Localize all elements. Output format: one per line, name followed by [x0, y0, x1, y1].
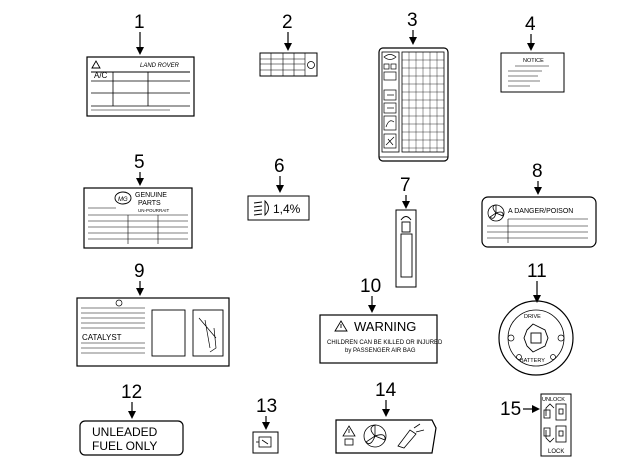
label-9-catalyst-text: CATALYST [82, 333, 122, 342]
label-14-fan-warning [335, 419, 437, 454]
callout-9: 9 [134, 261, 145, 296]
label-5-parts-text: PARTS [138, 200, 161, 207]
callout-15: 15 [500, 399, 540, 420]
label-5-logo-text: MG [118, 197, 128, 203]
label-10-title: WARNING [354, 319, 416, 334]
label-15-lock-text: LOCK [548, 449, 564, 455]
callout-number-6: 6 [274, 156, 285, 177]
label-5-genuine-parts: MG GENUINE PARTS UN-POURRAIT [83, 187, 193, 249]
fan-icon [363, 424, 387, 448]
label-6-headlamp-aim: 1,4% [247, 195, 310, 221]
label-10-airbag-warning: WARNING CHILDREN CAN BE KILLED OR INJURE… [319, 314, 443, 364]
label-15-unlock-text: UNLOCK [542, 397, 565, 403]
callout-10: 10 [360, 276, 381, 313]
label-5-genuine-text: GENUINE [135, 192, 167, 199]
unlock-icon [543, 403, 567, 421]
label-1-ac-refrigerant: LAND ROVER A/C [86, 56, 195, 117]
callout-number-13: 13 [256, 396, 277, 417]
callout-8: 8 [532, 161, 543, 195]
label-8-text: A DANGER/POISON [508, 208, 573, 215]
label-11-disc-label: DRIVE BATTERY [498, 300, 574, 376]
jack-icon [400, 216, 413, 278]
label-11-bottom-text: BATTERY [520, 358, 545, 364]
callout-number-15: 15 [500, 399, 521, 420]
callout-6: 6 [274, 156, 285, 193]
callout-number-8: 8 [532, 161, 543, 182]
callout-number-5: 5 [134, 152, 145, 173]
label-9-vehicle-emission: CATALYST [76, 297, 230, 367]
callout-14: 14 [375, 380, 397, 417]
callout-5: 5 [134, 152, 145, 186]
label-4-notice: NOTICE [500, 52, 565, 93]
fan-icon [487, 204, 505, 222]
warning-triangle-icon [342, 425, 356, 446]
callout-number-7: 7 [400, 175, 411, 196]
callout-number-2: 2 [282, 12, 293, 33]
callout-2: 2 [282, 12, 293, 51]
label-4-title: NOTICE [523, 58, 544, 64]
callout-3: 3 [407, 10, 418, 45]
callout-7: 7 [400, 175, 411, 209]
callout-number-11: 11 [527, 261, 547, 282]
label-10-line1: CHILDREN CAN BE KILLED OR INJURED [327, 340, 443, 346]
fuse-icon [256, 436, 272, 448]
callout-13: 13 [256, 396, 277, 430]
callout-number-12: 12 [121, 382, 142, 403]
vacuum-diagram-icon [198, 317, 217, 353]
label-12-unleaded-fuel: UNLEADED FUEL ONLY [79, 420, 184, 456]
warning-triangle-icon [334, 320, 348, 332]
logo-icon [115, 299, 123, 307]
label-1-brand-text: LAND ROVER [140, 63, 180, 69]
label-5-sub-text: UN-POURRAIT [138, 208, 170, 213]
label-12-line1: UNLEADED [92, 425, 158, 439]
label-10-line2: by PASSENGER AIR BAG [345, 348, 416, 354]
mg-logo-icon [114, 191, 132, 205]
label-11-top-text: DRIVE [524, 314, 541, 320]
label-12-line2: FUEL ONLY [92, 439, 157, 453]
label-15-lock-unlock: UNLOCK LOCK [540, 393, 572, 457]
hand-warning-icon [397, 423, 425, 449]
callout-number-3: 3 [407, 10, 418, 31]
callout-4: 4 [525, 14, 536, 51]
label-7-jack-point [395, 209, 417, 288]
callout-number-4: 4 [525, 14, 536, 35]
label-1-ac-text: A/C [94, 71, 108, 80]
headlamp-icon [253, 199, 269, 217]
label-8-danger-poison: A DANGER/POISON [481, 196, 597, 248]
callout-number-9: 9 [134, 261, 145, 282]
label-6-value: 1,4% [273, 202, 301, 216]
lock-icon [543, 425, 567, 443]
callout-number-1: 1 [134, 12, 145, 33]
callout-number-14: 14 [375, 380, 397, 401]
label-3-vehicle-info-chart [378, 47, 449, 162]
socket-icon [523, 323, 549, 353]
callout-12: 12 [121, 382, 142, 419]
callout-11: 11 [527, 261, 547, 303]
callout-1: 1 [134, 12, 145, 55]
label-2-tyre-pressure [259, 52, 318, 77]
label-13-small-icon-label [252, 431, 279, 454]
callout-number-10: 10 [360, 276, 381, 297]
